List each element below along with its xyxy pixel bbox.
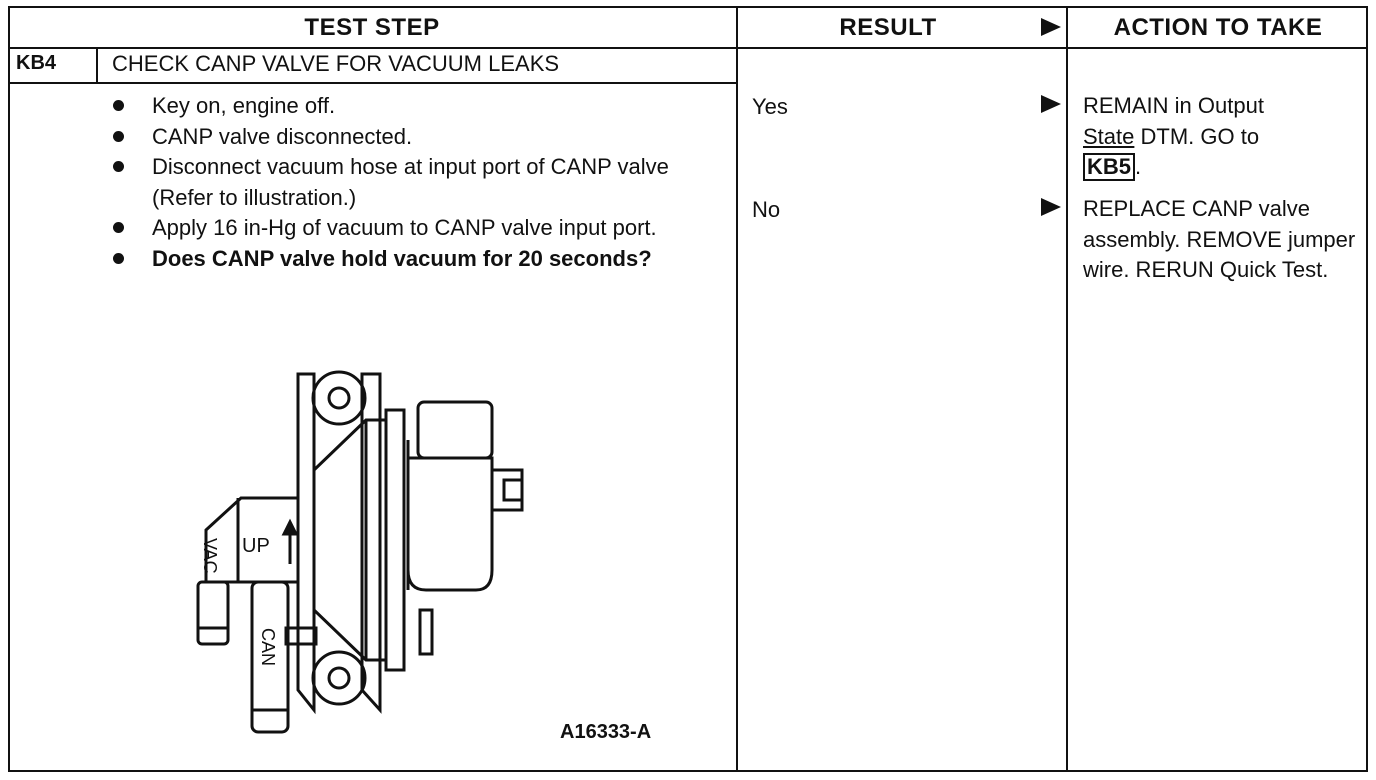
action-no: REPLACE CANP valve assembly. REMOVE jump… xyxy=(1083,196,1356,282)
top-mount-ring xyxy=(311,370,367,426)
instruction-item: Key on, engine off. xyxy=(110,91,720,122)
bottom-mount-hole xyxy=(327,666,351,690)
bottom-mount-ring xyxy=(311,650,367,706)
action-yes-period: . xyxy=(1135,154,1142,179)
vac-port-nipple xyxy=(196,580,230,646)
solenoid-cap xyxy=(416,400,494,460)
step-title-divider xyxy=(8,82,738,84)
action-yes-line1: REMAIN in Output xyxy=(1083,93,1264,118)
label-up: UP xyxy=(242,535,270,557)
canp-valve-illustration: UP VAC CAN xyxy=(196,370,524,734)
result-yes-arrow-icon xyxy=(1041,95,1061,113)
column-divider-test-step xyxy=(736,6,738,772)
instruction-item: Disconnect vacuum hose at input port of … xyxy=(110,152,720,213)
result-no-arrow-icon xyxy=(1041,198,1061,216)
step-title: CHECK CANP VALVE FOR VACUUM LEAKS xyxy=(112,51,560,76)
header-action: ACTION TO TAKE xyxy=(1113,14,1323,41)
header-divider xyxy=(8,47,1368,49)
step-id: KB4 xyxy=(16,52,57,74)
reference-link-kb5[interactable]: KB5 xyxy=(1083,153,1136,181)
instruction-question: Does CANP valve hold vacuum for 20 secon… xyxy=(110,244,720,275)
up-arrow-head xyxy=(281,518,299,536)
step-instructions: Key on, engine off. CANP valve disconnec… xyxy=(110,91,720,274)
instruction-item: Apply 16 in-Hg of vacuum to CANP valve i… xyxy=(110,213,720,244)
result-no: No xyxy=(752,197,781,222)
flange xyxy=(384,408,406,672)
action-yes: REMAIN in Output State DTM. GO to KB5. xyxy=(1083,91,1363,183)
diaphragm-housing xyxy=(312,418,388,662)
lower-nipple xyxy=(418,608,434,656)
left-bracket xyxy=(296,372,316,715)
electrical-connector xyxy=(490,468,524,512)
header-arrow-icon xyxy=(1041,18,1061,36)
label-can: CAN xyxy=(258,628,278,666)
header-test-step: TEST STEP xyxy=(304,14,440,41)
label-vac: VAC xyxy=(200,538,220,574)
header-result: RESULT xyxy=(839,14,937,41)
instruction-item: CANP valve disconnected. xyxy=(110,122,720,153)
top-mount-hole xyxy=(327,386,351,410)
action-yes-state: State xyxy=(1083,123,1135,149)
result-yes: Yes xyxy=(752,94,788,119)
test-step-table xyxy=(8,6,1368,772)
figure-id: A16333-A xyxy=(560,721,652,743)
connector-pin-housing xyxy=(502,478,524,502)
action-yes-goto: DTM. GO to xyxy=(1134,123,1260,149)
column-divider-result xyxy=(1066,6,1068,772)
can-port-nipple xyxy=(250,580,290,734)
right-bracket xyxy=(360,372,382,714)
connecting-tube xyxy=(284,626,318,646)
solenoid-body xyxy=(406,456,494,592)
step-id-divider xyxy=(96,48,98,83)
